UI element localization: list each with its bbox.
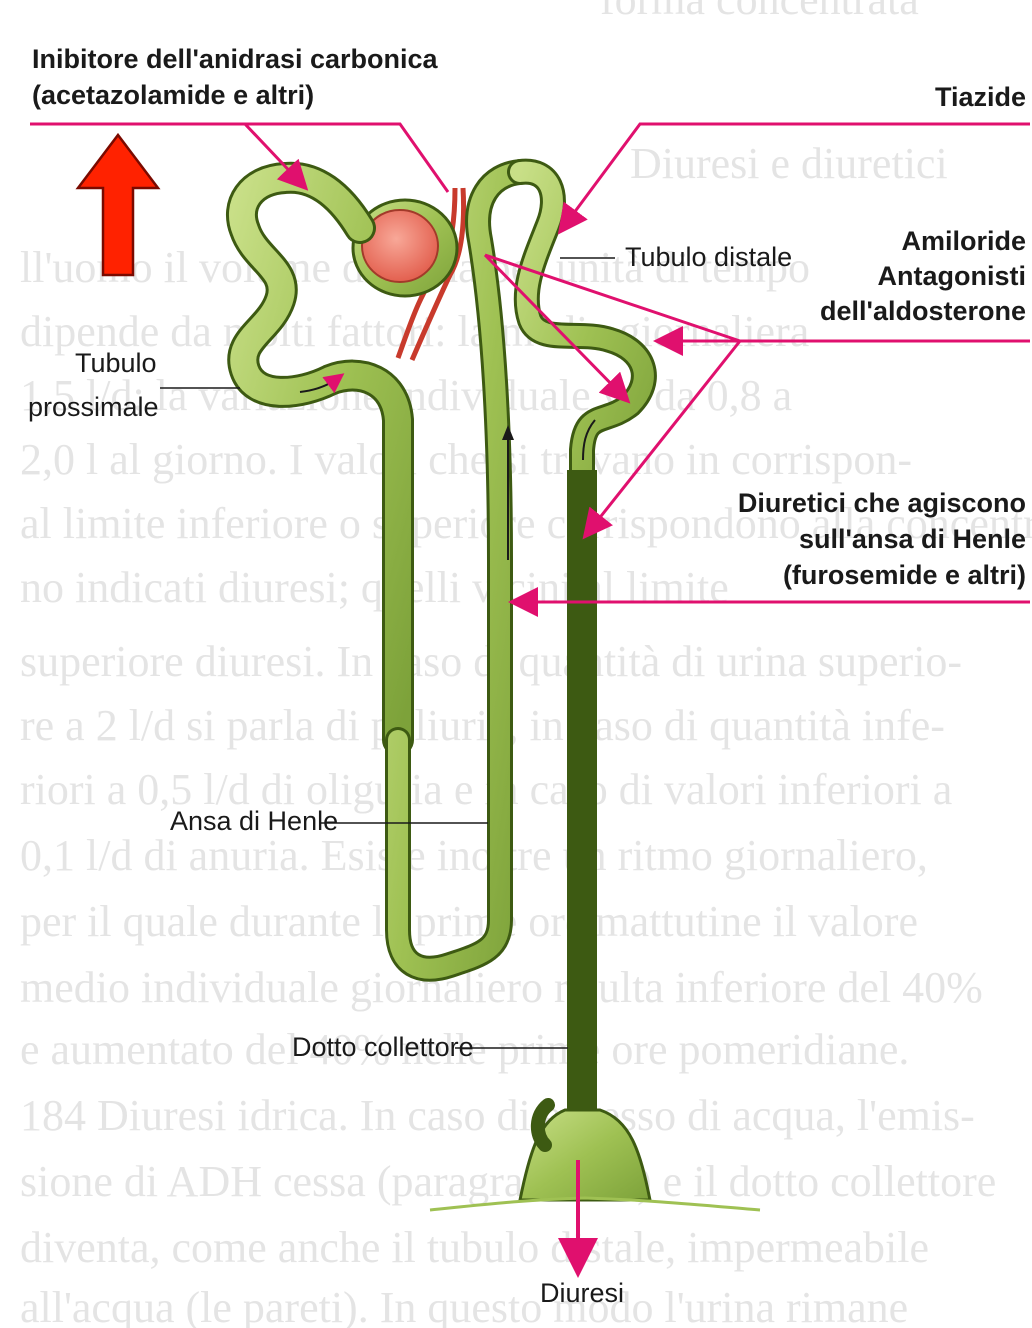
background-row: diventa, come anche il tubulo distale, i… <box>20 1223 929 1272</box>
label-loop-line3: (furosemide e altri) <box>783 560 1026 590</box>
background-row: no indicati diuresi; quelli vicini al li… <box>20 563 729 612</box>
label-tubulo-prossimale-line2: prossimale <box>28 392 159 422</box>
background-row: re a 2 l/d si parla di poliuria, in caso… <box>20 701 945 750</box>
background-row: sione di ADH cessa (paragrafo 428) e il … <box>20 1157 996 1206</box>
background-row: all'acqua (le pareti). In questo modo l'… <box>20 1283 908 1328</box>
label-tiazide: Tiazide <box>935 82 1026 112</box>
background-row: 2,0 l al giorno. I valori che si trovano… <box>20 435 912 484</box>
label-loop-line2: sull'ansa di Henle <box>799 524 1026 554</box>
label-loop-line1: Diuretici che agiscono <box>738 488 1026 518</box>
label-amiloride-line2: Antagonisti <box>878 261 1027 291</box>
label-amiloride-line3: dell'aldosterone <box>820 296 1026 326</box>
background-page-text: forma concentrata Diuresi e diuretici ll… <box>20 0 1032 1328</box>
label-tubulo-prossimale-line1: Tubulo <box>75 348 157 378</box>
background-row: 0,1 l/d di anuria. Esiste inoltre un rit… <box>20 831 928 880</box>
label-ansa-henle: Ansa di Henle <box>170 806 338 836</box>
label-diuresi: Diuresi <box>540 1278 624 1308</box>
label-inhibitor-line1: Inibitore dell'anidrasi carbonica <box>32 44 439 74</box>
label-amiloride-line1: Amiloride <box>901 226 1026 256</box>
background-fragment: forma concentrata <box>600 0 919 24</box>
background-row: medio individuale giornaliero risulta in… <box>20 963 983 1012</box>
label-inhibitor-line2: (acetazolamide e altri) <box>32 80 314 110</box>
background-row: riori a 0,5 l/d di oliguria e in caso di… <box>20 765 952 814</box>
label-dotto-collettore: Dotto collettore <box>292 1032 474 1062</box>
background-row: per il quale durante le prime ore mattut… <box>20 897 918 946</box>
label-tubulo-distale: Tubulo distale <box>625 242 792 272</box>
background-heading: Diuresi e diuretici <box>630 139 948 188</box>
background-row: 184 Diuresi idrica. In caso di eccesso d… <box>20 1091 975 1140</box>
